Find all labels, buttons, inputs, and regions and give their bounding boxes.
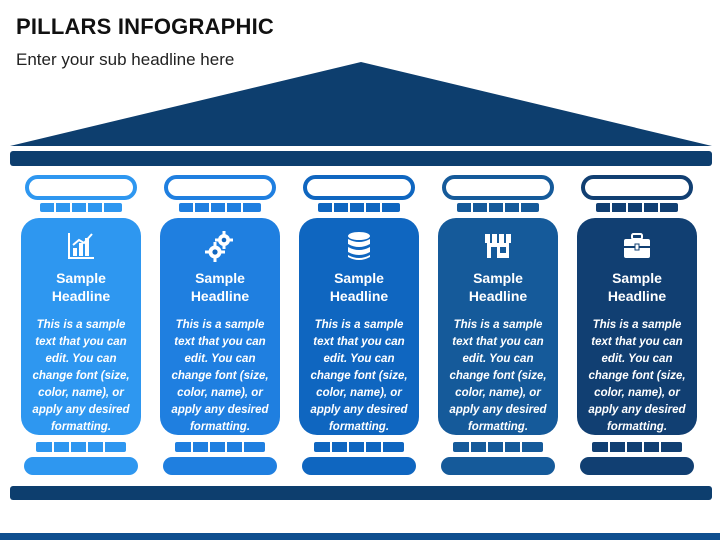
bar-chart-icon xyxy=(68,233,94,259)
database-icon xyxy=(348,232,370,260)
briefcase-icon xyxy=(624,233,650,258)
pillar-capital-and-base xyxy=(24,175,138,475)
page-subtitle: Enter your sub headline here xyxy=(16,50,235,69)
page-title: PILLARS INFOGRAPHIC xyxy=(16,14,275,39)
pillar-body-text: This is a sample text that you can edit.… xyxy=(171,319,269,433)
base xyxy=(0,486,720,540)
roof-white-line xyxy=(10,146,712,148)
pillar-body-text: This is a sample text that you can edit.… xyxy=(32,319,130,433)
pillar-capital-and-base xyxy=(441,175,555,475)
pillar-body-text: This is a sample text that you can edit.… xyxy=(449,319,547,433)
base-bar xyxy=(10,486,712,500)
pillar-capital-and-base xyxy=(580,175,694,475)
base-bottom-stripe xyxy=(0,533,720,540)
pillar-body-text: This is a sample text that you can edit.… xyxy=(588,319,686,433)
roof-pediment xyxy=(10,62,712,146)
roof xyxy=(10,62,712,166)
pillar-body-text: This is a sample text that you can edit.… xyxy=(310,319,408,433)
roof-entablature xyxy=(10,151,712,166)
storefront-icon xyxy=(485,234,511,258)
gears-icon xyxy=(205,231,233,262)
pillar-capital-and-base xyxy=(302,175,416,475)
pillar-capital-and-base xyxy=(163,175,277,475)
